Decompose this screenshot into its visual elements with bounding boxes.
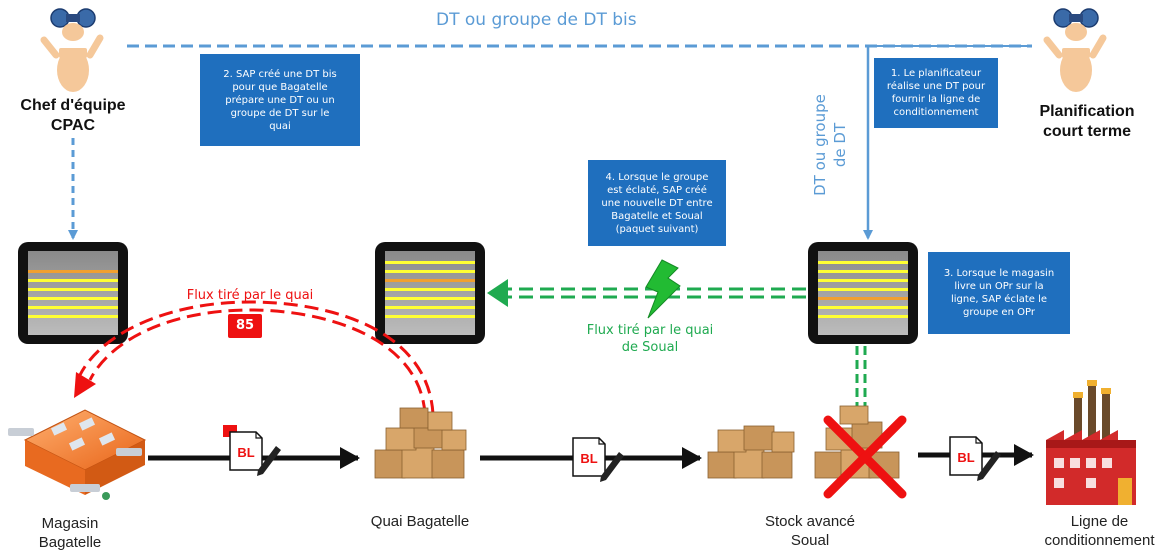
dt-bis-label: DT ou groupe de DT bis [436,10,637,30]
node-magasin-line1: Magasin [41,515,99,532]
node-quai-label: Quai Bagatelle [350,512,490,531]
step-1-line: fournir la ligne de [891,94,981,105]
node-magasin-label: Magasin Bagatelle [10,514,130,552]
step-4-box: 4. Lorsque le groupe est éclaté, SAP cré… [588,160,726,246]
bl-label: BL [237,445,255,460]
step-2-line: pour que Bagatelle [232,81,328,93]
step-4-line: 4. Lorsque le groupe [605,171,709,183]
node-ligne-line2: conditionnement [1044,532,1155,549]
kanban-board-soual [808,242,918,344]
step-2-line: quai [269,120,291,132]
red-pull-flow [74,300,435,415]
step-1-box: 1. Le planificateur réalise une DT pour … [874,58,998,128]
factory-icon [1046,380,1136,505]
actor-planif-label: Planification court terme [1012,102,1162,142]
bl-document-icon [572,437,624,482]
planif-to-kanban-arrow [863,45,1032,240]
step-3-line: 3. Lorsque le magasin [943,268,1055,279]
step-2-line: groupe de DT sur le [230,107,330,119]
vertical-dt-line2: de DT [831,122,850,168]
step-1-line: réalise une DT pour [886,81,986,92]
bl-label: BL [957,450,975,465]
bl-label: BL [580,451,598,466]
bl-document-icon [223,425,281,476]
step-2-line: prépare une DT ou un [225,94,335,106]
node-ligne-line1: Ligne de [1070,513,1129,530]
bl-document-icon [949,436,1001,481]
green-flow-line2: de Soual [621,340,679,355]
actor-chef-label: Chef d'équipe CPAC [0,96,146,136]
step-1-line: 1. Le planificateur [890,68,982,79]
step-3-box: 3. Lorsque le magasin livre un OPr sur l… [928,252,1070,334]
node-magasin-line2: Bagatelle [38,534,102,551]
step-4-line: est éclaté, SAP créé [607,184,707,196]
vertical-dt-label-wrap: DT ou groupe de DT [790,85,870,205]
boxes-stock-icon [707,425,795,479]
binoculars-person-icon [1043,8,1107,92]
step-1-line: conditionnement [893,107,979,118]
step-2-line: 2. SAP créé une DT bis [223,68,337,80]
step-2-box: 2. SAP créé une DT bis pour que Bagatell… [200,54,360,146]
actor-chef-line1: Chef d'équipe [20,97,126,114]
red-cross-icon [823,415,907,499]
kanban-counter-badge: 85 [228,314,262,338]
lightning-icon [645,259,681,319]
step-4-line: une nouvelle DT entre [601,197,713,209]
vertical-dt-line1: DT ou groupe [811,94,830,196]
boxes-quai-icon [374,407,467,479]
kanban-board-bagatelle [18,242,128,344]
binoculars-person-icon [40,8,104,92]
node-stock-line1: Stock avancé [764,513,856,530]
actor-planif-line2: court terme [1042,123,1132,140]
vertical-dt-label: DT ou groupe de DT [810,94,850,196]
node-ligne-label: Ligne de conditionnement [1030,512,1169,550]
node-stock-line2: Soual [790,532,830,549]
step-3-line: livre un OPr sur la [954,281,1044,292]
warehouse-icon [8,409,147,500]
step-3-line: groupe en OPr [963,307,1035,318]
actor-chef-line2: CPAC [50,117,96,134]
actor-planif-line1: Planification [1039,103,1135,120]
step-3-line: ligne, SAP éclate le [950,294,1048,305]
green-flow-line1: Flux tiré par le quai [586,323,714,338]
red-flow-label: Flux tiré par le quai [186,288,314,303]
kanban-board-quai [375,242,485,344]
node-stock-label: Stock avancé Soual [740,512,880,550]
green-flow-label: Flux tiré par le quai de Soual [560,322,740,356]
step-4-line: (paquet suivant) [615,223,699,235]
node-quai-line1: Quai Bagatelle [370,513,470,530]
step-4-line: Bagatelle et Soual [611,210,703,222]
